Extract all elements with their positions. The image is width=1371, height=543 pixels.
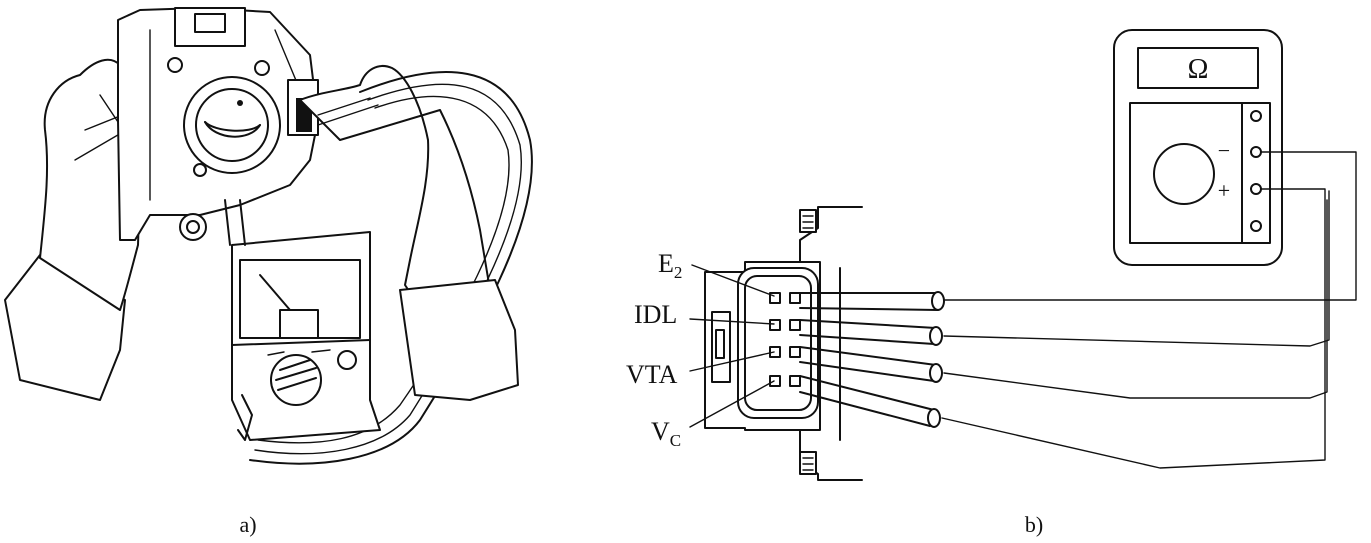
pin-label-e2-main: E	[658, 249, 674, 278]
jack-4	[1250, 220, 1262, 232]
ohmmeter-dial	[1153, 143, 1215, 205]
pin-label-e2-sub: 2	[674, 263, 683, 282]
right-hand	[299, 65, 491, 301]
ohmmeter-display	[1137, 47, 1259, 89]
analog-multimeter	[231, 231, 381, 441]
panel-a-illustration	[4, 7, 533, 465]
jack-1	[1250, 110, 1262, 122]
jack-plus	[1250, 183, 1262, 195]
ohmmeter-plus-label: +	[1218, 178, 1230, 203]
ohmmeter-display-label: Ω	[1188, 54, 1209, 85]
pin-label-vc-sub: C	[670, 431, 681, 450]
wire-bundle	[799, 291, 945, 428]
panel-b-caption: b)	[1025, 512, 1043, 537]
panel-a-caption: a)	[239, 512, 256, 537]
test-leads	[941, 151, 1357, 469]
ohmmeter-minus-label: −	[1218, 138, 1230, 163]
panel-b-diagram	[689, 29, 1357, 481]
pin-label-e2: E2	[658, 249, 682, 282]
pin-label-vc: VC	[651, 417, 681, 450]
jack-minus	[1250, 146, 1262, 158]
pin-label-vta: VTA	[626, 360, 678, 389]
pin-label-idl: IDL	[634, 300, 677, 329]
probe-leads	[249, 71, 533, 465]
pin-label-vc-main: V	[651, 417, 670, 446]
connector-pins	[769, 292, 801, 387]
ohmmeter	[1113, 29, 1283, 266]
right-sleeve	[399, 279, 519, 401]
left-hand	[39, 58, 141, 311]
pin-leader-lines	[689, 264, 775, 428]
